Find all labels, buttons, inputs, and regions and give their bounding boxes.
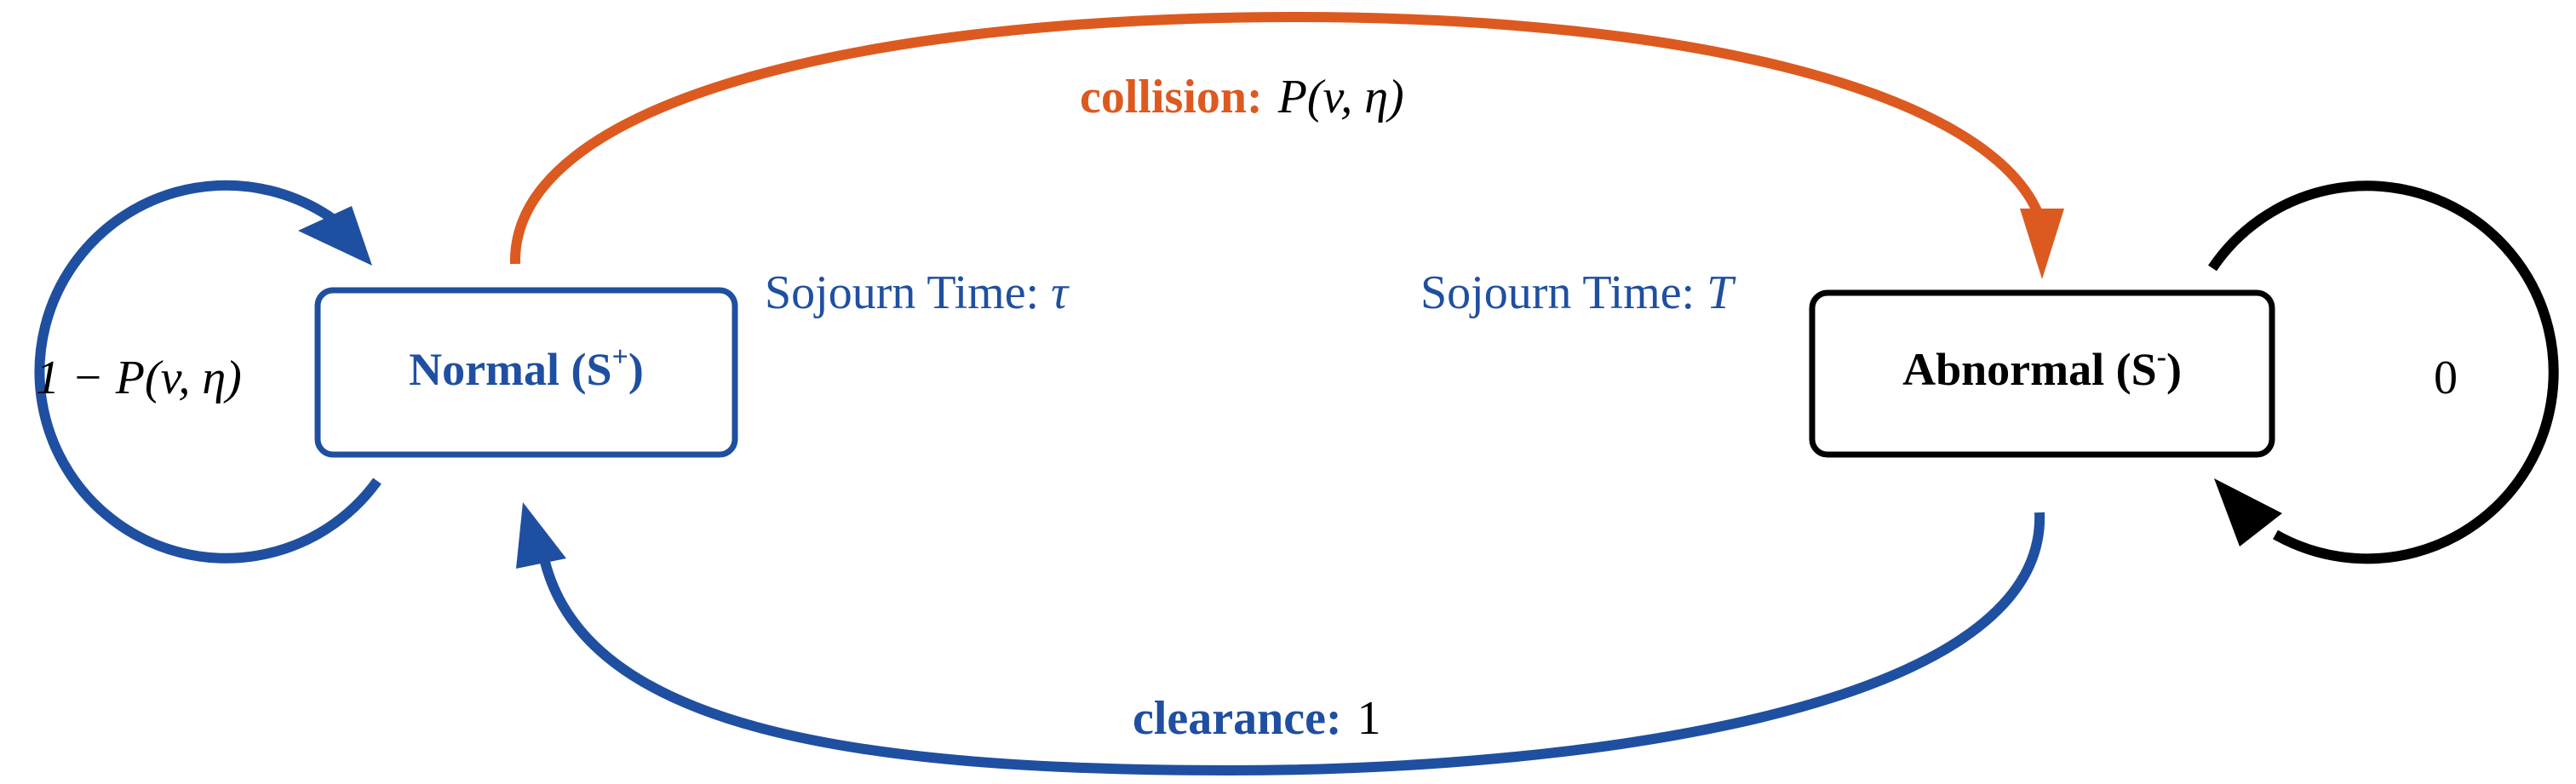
normal-self-loop-label: 1 − P(v, η) [36,352,242,404]
collision-label: collision: P(v, η) [1080,71,1404,123]
abnormal-self-loop [2208,180,2559,564]
collision-prob: P(v, η) [1277,71,1404,123]
abnormal-state-label: Abnormal (S-) [1902,341,2182,395]
abnormal-self-loop-label: 0 [2434,352,2458,404]
clearance-arrowhead-icon [516,502,566,569]
collision-arrowhead-icon [2020,209,2064,279]
clearance-prob: 1 [1357,692,1381,745]
collision-name: collision: [1080,71,1263,123]
normal-self-loop [34,180,382,564]
clearance-arc [540,512,2045,776]
normal-state-label: Normal (S+) [409,341,644,395]
normal-sojourn-label: Sojourn Time: τ [765,266,1070,319]
abnormal-sojourn-label: Sojourn Time: T [1420,266,1736,319]
abnormal-self-loop-arrowhead-icon [2214,478,2282,547]
clearance-label: clearance: 1 [1133,692,1381,745]
normal-self-loop-arrowhead-icon [298,206,372,266]
clearance-name: clearance: [1133,692,1342,745]
abnormal-state-box [1809,289,2275,458]
normal-state-box [314,287,738,458]
collision-arc [509,11,2045,265]
